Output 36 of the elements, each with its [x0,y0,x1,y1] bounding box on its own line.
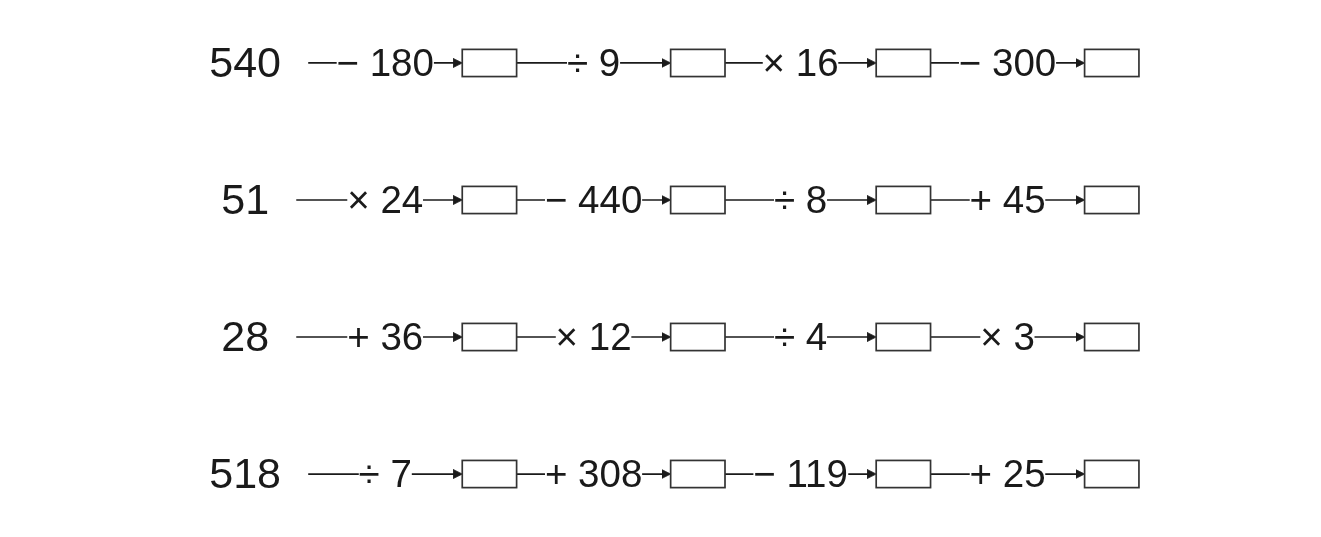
node-box [669,185,726,215]
node-box [669,459,726,489]
edge-label: × 16 [762,40,839,84]
node-box [1083,459,1140,489]
node-box [669,322,726,352]
edge-label: − 300 [958,40,1057,84]
node-text: 540 [209,38,282,87]
edge-label: ÷ 4 [773,314,828,358]
node-box [461,322,518,352]
edge-label: − 119 [753,451,848,495]
node-text: 518 [209,449,282,498]
node-box [1083,48,1140,78]
node-box [875,322,932,352]
edge-label: + 25 [969,451,1046,495]
edge-label: × 12 [555,314,632,358]
node-box [669,48,726,78]
node-box [875,48,932,78]
node-box [461,459,518,489]
edge-label: ÷ 9 [567,40,621,84]
node-box [875,185,932,215]
edge-label: × 3 [980,314,1035,358]
edge-label: − 180 [336,40,434,84]
edge-label: + 45 [969,177,1046,221]
node-box [461,48,518,78]
node-text: 51 [221,175,270,224]
edge-label: + 308 [544,451,643,495]
node-text: 28 [221,312,270,361]
node-box [1083,322,1140,352]
edge-label: ÷ 8 [773,177,828,221]
node-box [461,185,518,215]
node-box [1083,185,1140,215]
edge-label: − 440 [544,177,643,221]
node-box [875,459,932,489]
edge-label: × 24 [347,177,424,221]
edge-label: + 36 [347,314,424,358]
edge-label: ÷ 7 [358,451,412,495]
